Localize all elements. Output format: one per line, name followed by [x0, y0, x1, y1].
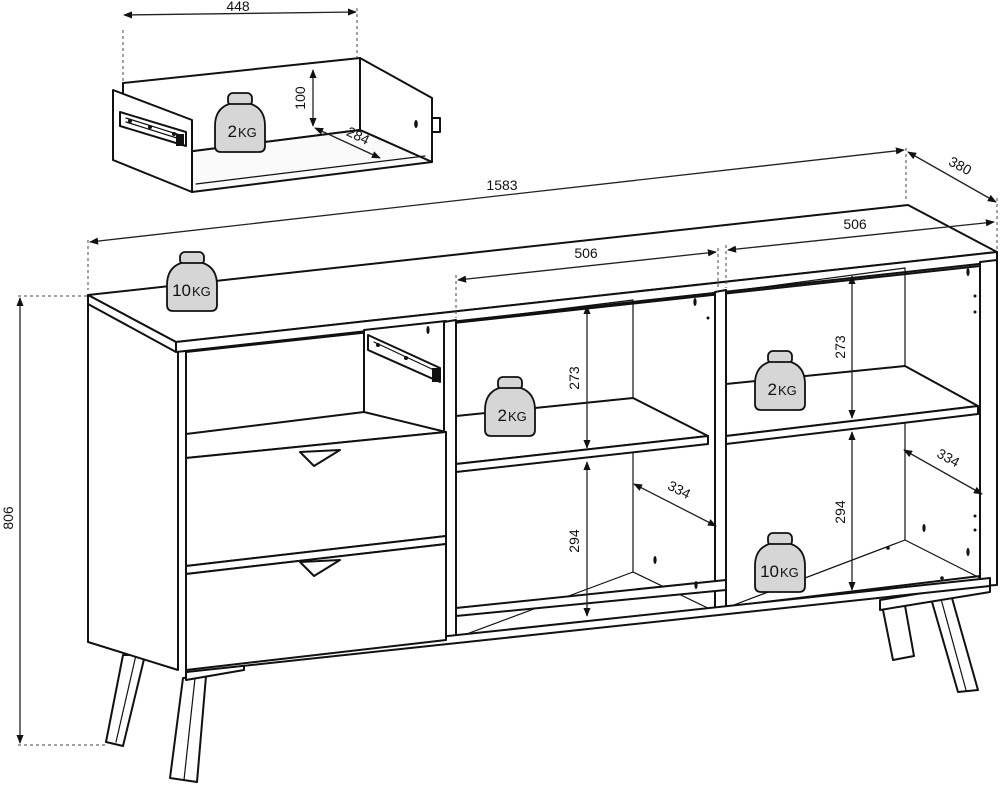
drawer-detail	[112, 57, 441, 193]
svg-text:10KG: 10KG	[172, 281, 211, 300]
svg-text:2KG: 2KG	[768, 380, 797, 399]
drawer-lower	[185, 535, 447, 671]
leg-front-middle	[169, 675, 207, 783]
drawer-handle-lower	[299, 559, 341, 577]
leg-front-left	[105, 654, 146, 747]
weight-top-unit: KG	[192, 284, 211, 299]
weight-drawer-unit: KG	[238, 125, 257, 140]
weight-drawer-number: 2	[228, 122, 237, 141]
dim-shelf-upper-right: 273	[832, 335, 848, 359]
sideboard-body	[87, 204, 998, 783]
svg-text:2KG: 2KG	[498, 406, 527, 425]
drawer-runner-left	[119, 111, 187, 147]
weight-middle-shelf-number: 2	[498, 406, 507, 425]
weight-icon-top: 10KG	[166, 251, 218, 312]
weight-icon-drawer: 2KG	[214, 92, 266, 153]
dim-drawer-height: 100	[292, 86, 308, 110]
weight-right-shelf-unit: KG	[778, 383, 797, 398]
dim-total-width: 1583	[486, 177, 517, 193]
dim-total-height: 806	[0, 506, 16, 530]
weight-middle-shelf-unit: KG	[508, 409, 527, 424]
dim-compartment-width-middle: 506	[574, 245, 598, 261]
dim-shelf-lower-middle: 294	[566, 529, 582, 553]
weight-icon-right-bottom: 10KG	[754, 532, 806, 593]
dim-compartment-width-right: 506	[843, 216, 867, 232]
weight-icon-middle-shelf: 2KG	[484, 376, 536, 437]
weight-right-bottom-number: 10	[760, 562, 779, 581]
weight-icon-right-shelf: 2KG	[754, 350, 806, 411]
dimension-lines	[16, 8, 998, 746]
drawer-handle-upper	[299, 449, 341, 467]
dim-total-depth: 380	[946, 153, 974, 178]
cabinet-runner	[367, 334, 441, 383]
dim-shelf-upper-middle: 273	[566, 366, 582, 390]
weight-right-shelf-number: 2	[768, 380, 777, 399]
svg-text:2KG: 2KG	[228, 122, 257, 141]
dim-drawer-width: 448	[226, 0, 250, 14]
weight-top-number: 10	[172, 281, 191, 300]
weight-right-bottom-unit: KG	[780, 565, 799, 580]
svg-text:10KG: 10KG	[760, 562, 799, 581]
dim-shelf-lower-right: 294	[832, 500, 848, 524]
shelf-pin-holes	[426, 268, 977, 589]
